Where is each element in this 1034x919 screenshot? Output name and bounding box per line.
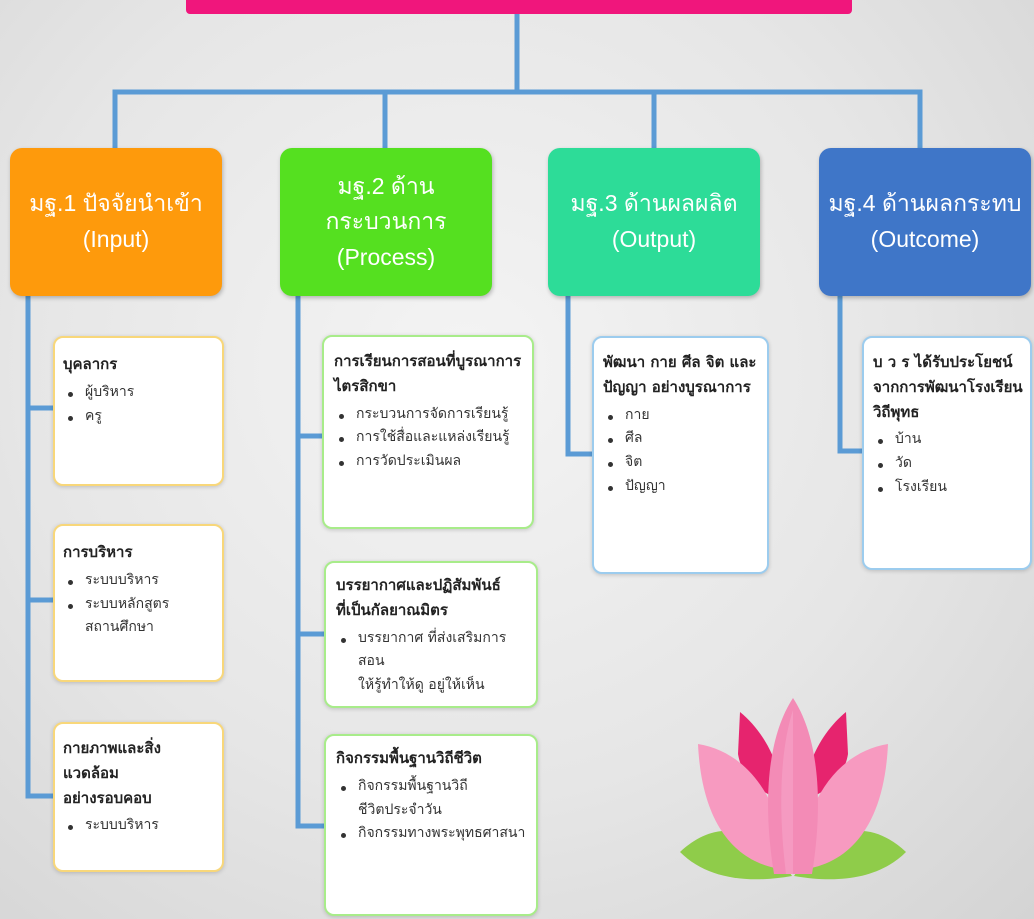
card-list-item: บ้าน	[873, 428, 1026, 452]
card-item-list: ผู้บริหารครู	[63, 381, 214, 429]
card-list-item: ระบบบริหาร	[63, 569, 214, 593]
card-list-item: วัด	[873, 452, 1026, 476]
card-item-list: ระบบบริหาร	[63, 814, 216, 838]
card-list-item: ระบบบริหาร	[63, 814, 216, 838]
card-list-item: กิจกรรมทางพระพุทธศาสนา	[336, 822, 530, 846]
lotus-petal-left	[698, 744, 788, 870]
header-title: มฐ.4 ด้านผลกระทบ	[828, 190, 1022, 217]
card-title: พัฒนา กาย ศีล จิต และปัญญา อย่างบูรณาการ	[603, 353, 757, 396]
input-card-personnel: บุคลากรผู้บริหารครู	[53, 336, 224, 486]
card-item-list: บรรยากาศ ที่ส่งเสริมการสอนให้รู้ทำให้ดู …	[336, 627, 530, 698]
header-subtitle: (Outcome)	[870, 226, 980, 252]
header-process: มฐ.2 ด้านกระบวนการ (Process)	[280, 148, 492, 296]
card-list-item: ระบบหลักสูตรสถานศึกษา	[63, 593, 214, 641]
header-subtitle: (Process)	[336, 243, 436, 270]
card-list-item: ศีล	[603, 427, 761, 451]
header-title: มฐ.2 ด้านกระบวนการ	[325, 172, 447, 235]
card-list-item: บรรยากาศ ที่ส่งเสริมการสอนให้รู้ทำให้ดู …	[336, 627, 530, 698]
card-item-list: ระบบบริหารระบบหลักสูตรสถานศึกษา	[63, 569, 214, 640]
lotus-petal-right	[798, 744, 888, 870]
card-list-item: โรงเรียน	[873, 476, 1026, 500]
header-title: มฐ.1 ปัจจัยนำเข้า	[29, 190, 203, 217]
card-title: กิจกรรมพื้นฐานวิถีชีวิต	[336, 749, 482, 767]
header-outcome: มฐ.4 ด้านผลกระทบ (Outcome)	[819, 148, 1031, 296]
lotus-leaf-right	[794, 830, 906, 880]
title-bar	[186, 0, 852, 14]
lotus-petal-center-shade	[781, 710, 793, 874]
header-subtitle: (Input)	[82, 226, 150, 252]
card-list-item: กาย	[603, 404, 761, 428]
card-list-item: การวัดประเมินผล	[334, 450, 526, 474]
header-input: มฐ.1 ปัจจัยนำเข้า (Input)	[10, 148, 222, 296]
card-item-list: กิจกรรมพื้นฐานวิถีชีวิตประจำวันกิจกรรมทา…	[336, 775, 530, 846]
input-card-management: การบริหารระบบบริหารระบบหลักสูตรสถานศึกษา	[53, 524, 224, 682]
card-item-list: กระบวนการจัดการเรียนรู้การใช้สื่อและแหล่…	[334, 403, 526, 474]
process-card-atmosphere: บรรยากาศและปฏิสัมพันธ์ที่เป็นกัลยาณมิตรบ…	[324, 561, 538, 708]
header-subtitle: (Output)	[611, 226, 697, 252]
card-title: บ ว ร ได้รับประโยชน์จากการพัฒนาโรงเรียนว…	[873, 353, 1023, 421]
card-list-item: ครู	[63, 405, 214, 429]
card-title: การบริหาร	[63, 543, 133, 561]
card-item-list: บ้านวัดโรงเรียน	[873, 428, 1026, 499]
header-title: มฐ.3 ด้านผลผลิต	[570, 190, 738, 217]
process-card-learning: การเรียนการสอนที่บูรณาการไตรสิกขากระบวนก…	[322, 335, 534, 529]
card-list-item: การใช้สื่อและแหล่งเรียนรู้	[334, 426, 526, 450]
card-title: กายภาพและสิ่งแวดล้อมอย่างรอบคอบ	[63, 739, 161, 807]
card-list-item: กระบวนการจัดการเรียนรู้	[334, 403, 526, 427]
lotus-icon	[680, 698, 906, 880]
process-card-activities: กิจกรรมพื้นฐานวิถีชีวิตกิจกรรมพื้นฐานวิถ…	[324, 734, 538, 916]
card-list-item: ผู้บริหาร	[63, 381, 214, 405]
card-title: บุคลากร	[63, 355, 118, 373]
lotus-leaf-left	[680, 830, 792, 880]
card-title: การเรียนการสอนที่บูรณาการไตรสิกขา	[334, 352, 522, 395]
card-list-item: จิต	[603, 451, 761, 475]
card-title: บรรยากาศและปฏิสัมพันธ์ที่เป็นกัลยาณมิตร	[336, 576, 501, 619]
input-card-environment: กายภาพและสิ่งแวดล้อมอย่างรอบคอบระบบบริหา…	[53, 722, 224, 872]
card-list-item: ปัญญา	[603, 475, 761, 499]
outcome-card: บ ว ร ได้รับประโยชน์จากการพัฒนาโรงเรียนว…	[862, 336, 1032, 570]
output-card: พัฒนา กาย ศีล จิต และปัญญา อย่างบูรณาการ…	[592, 336, 769, 574]
header-output: มฐ.3 ด้านผลผลิต (Output)	[548, 148, 760, 296]
card-list-item: กิจกรรมพื้นฐานวิถีชีวิตประจำวัน	[336, 775, 530, 823]
card-item-list: กายศีลจิตปัญญา	[603, 404, 761, 499]
